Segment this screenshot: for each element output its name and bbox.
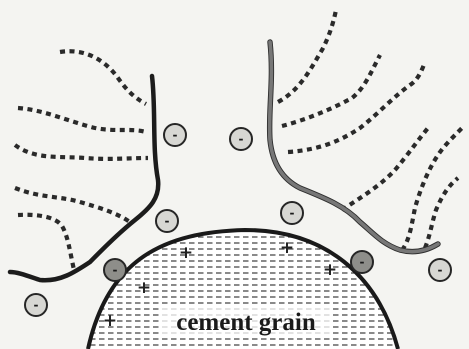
- anion-group: -: [25, 294, 47, 316]
- side-chain: [282, 55, 380, 126]
- svg-text:-: -: [438, 263, 443, 277]
- left-polymer-backbone: [10, 76, 158, 280]
- side-chain: [342, 128, 428, 210]
- svg-text:-: -: [34, 298, 39, 312]
- svg-text:-: -: [113, 263, 118, 277]
- surface-charge-plus: +: [280, 238, 294, 258]
- surface-charge-plus: +: [103, 311, 117, 331]
- surface-charge-plus: +: [179, 243, 193, 263]
- side-chain: [18, 215, 74, 270]
- surface-charge-plus: +: [137, 278, 151, 298]
- anion-group: -: [156, 210, 178, 232]
- side-chain: [425, 178, 458, 248]
- side-chain: [278, 10, 336, 102]
- svg-text:-: -: [165, 214, 170, 228]
- svg-text:-: -: [360, 255, 365, 269]
- grain-label: cement grain: [176, 309, 316, 336]
- anion-group: -: [351, 251, 373, 273]
- right-polymer-side-chains: [278, 10, 462, 250]
- side-chain: [60, 51, 146, 104]
- anion-group: -: [429, 259, 451, 281]
- side-chain: [15, 145, 148, 159]
- anion-group: -: [230, 128, 252, 150]
- svg-text:-: -: [239, 132, 244, 146]
- side-chain: [402, 128, 462, 250]
- side-chain: [18, 108, 146, 132]
- anion-group: -: [281, 202, 303, 224]
- svg-text:-: -: [290, 206, 295, 220]
- surface-charge-plus: +: [323, 260, 337, 280]
- anion-group: -: [104, 259, 126, 281]
- cement-grain: cement grain + + + + +: [80, 225, 410, 349]
- anion-group: -: [164, 124, 186, 146]
- left-polymer-side-chains: [15, 51, 148, 270]
- svg-text:-: -: [173, 128, 178, 142]
